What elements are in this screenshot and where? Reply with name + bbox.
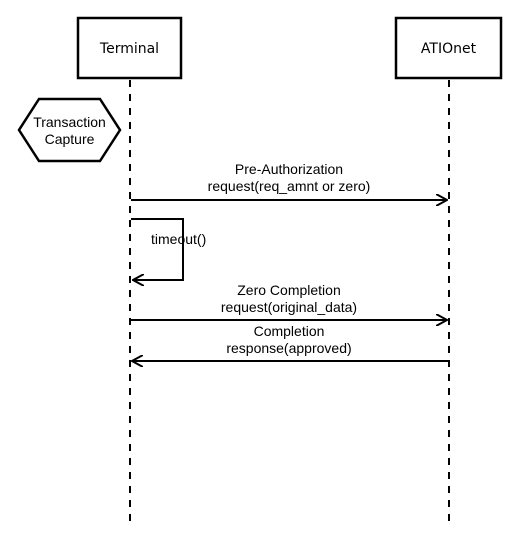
completion-label-line-1: Completion [254,323,325,339]
atio-label: ATIOnet [421,41,477,57]
zero-completion-message: Zero Completion request(original_data) [131,282,447,320]
terminal-label: Terminal [99,41,159,57]
preauth-message: Pre-Authorization request(req_amnt or ze… [131,161,447,200]
completion-label-line-2: response(approved) [226,340,351,356]
zero-completion-label-line-1: Zero Completion [237,282,341,298]
timeout-arrow [131,218,184,280]
zero-completion-label-line-2: request(original_data) [221,299,357,315]
preauth-label-line-1: Pre-Authorization [235,161,343,177]
transaction-capture-note: Transaction Capture [17,97,122,163]
note-line-2: Capture [45,131,95,147]
note-line-1: Transaction [33,114,106,130]
timeout-label: timeout() [151,231,206,247]
timeout-self-message: timeout() [131,218,206,280]
terminal-participant: Terminal [76,16,183,80]
preauth-label-line-2: request(req_amnt or zero) [208,178,371,194]
atio-participant: ATIOnet [394,16,503,80]
completion-response-message: Completion response(approved) [132,323,448,361]
